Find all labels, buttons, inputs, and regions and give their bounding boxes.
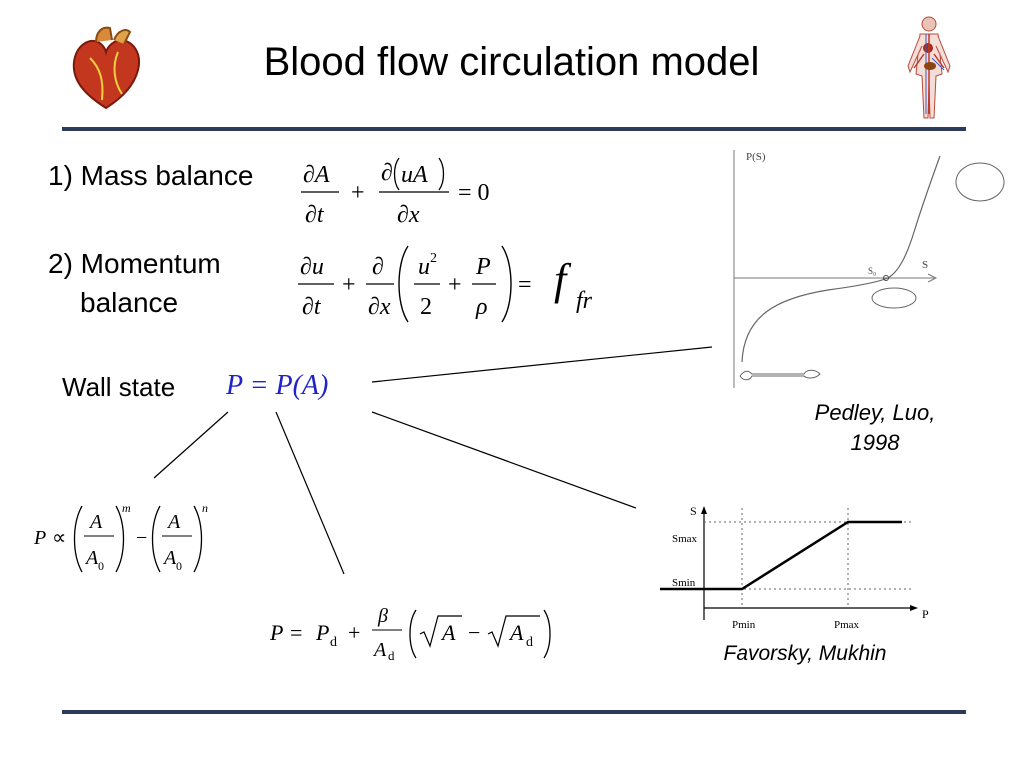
svg-text:u: u bbox=[418, 254, 430, 280]
svg-text:P: P bbox=[475, 254, 491, 280]
smin-label: Smin bbox=[672, 577, 696, 589]
heart-icon bbox=[66, 22, 146, 114]
svg-text:= 0: = 0 bbox=[458, 180, 490, 206]
wall-state-equation: P = P(A) bbox=[226, 370, 329, 401]
collapsed-cross-section bbox=[739, 369, 821, 381]
svg-text:∂: ∂ bbox=[381, 160, 393, 186]
svg-text:−: − bbox=[136, 527, 147, 549]
momentum-balance-equation: ∂u ∂t + ∂ ∂x u 2 2 + P ρ = f fr bbox=[292, 240, 612, 335]
svg-text:d: d bbox=[388, 648, 395, 663]
circulatory-system-icon bbox=[900, 14, 958, 124]
svg-text:A: A bbox=[166, 511, 181, 533]
svg-text:=: = bbox=[518, 272, 532, 298]
x-axis-label: S bbox=[922, 259, 928, 271]
svg-text:+: + bbox=[448, 272, 462, 298]
wall-state-label: Wall state bbox=[62, 372, 176, 402]
svg-text:A: A bbox=[372, 639, 387, 661]
piecewise-graph: S P Smax Smin Pmin Pmax bbox=[656, 500, 936, 635]
y-axis-label: P(S) bbox=[746, 151, 766, 163]
svg-text:0: 0 bbox=[98, 559, 104, 573]
tube-law-curve bbox=[741, 155, 941, 363]
svg-text:β: β bbox=[377, 605, 388, 627]
svg-text:∝: ∝ bbox=[52, 527, 66, 549]
svg-text:A: A bbox=[508, 620, 524, 645]
svg-text:P: P bbox=[315, 620, 329, 645]
mass-balance-equation: ∂A ∂t + ∂ uA ∂x = 0 bbox=[295, 150, 510, 240]
svg-text:−: − bbox=[468, 620, 480, 645]
caption-pedley-line1: Pedley, Luo, bbox=[814, 400, 936, 425]
x-axis-label: P bbox=[922, 607, 929, 621]
svg-text:d: d bbox=[526, 635, 533, 650]
momentum-label-line2: balance bbox=[80, 287, 179, 318]
svg-text:2: 2 bbox=[430, 251, 437, 266]
svg-text:=: = bbox=[290, 620, 302, 645]
svg-text:ρ: ρ bbox=[475, 294, 488, 320]
svg-text:+: + bbox=[342, 272, 356, 298]
svg-text:n: n bbox=[202, 501, 208, 515]
svg-text:A: A bbox=[440, 620, 456, 645]
svg-text:∂x: ∂x bbox=[397, 202, 420, 228]
sqrt-wall-equation: P = P d + β A d A − A d bbox=[266, 598, 556, 673]
svg-text:P: P bbox=[269, 620, 283, 645]
pmin-label: Pmin bbox=[732, 619, 756, 631]
top-divider bbox=[62, 127, 966, 131]
bottom-divider bbox=[62, 710, 966, 714]
s0-label: S₀ bbox=[868, 266, 876, 276]
caption-favorsky: Favorsky, Mukhin bbox=[723, 642, 887, 665]
s0-marker bbox=[883, 275, 889, 281]
svg-text:0: 0 bbox=[176, 559, 182, 573]
svg-text:2: 2 bbox=[420, 294, 432, 320]
svg-text:∂: ∂ bbox=[372, 254, 384, 280]
svg-text:+: + bbox=[351, 180, 365, 206]
pmax-label: Pmax bbox=[834, 619, 860, 631]
svg-text:+: + bbox=[348, 620, 360, 645]
momentum-label-line1: 2) Momentum bbox=[48, 248, 221, 279]
mass-balance-label: 1) Mass balance bbox=[48, 160, 254, 191]
y-axis-label: S bbox=[690, 504, 697, 518]
caption-pedley-line2: 1998 bbox=[850, 430, 900, 455]
svg-text:∂t: ∂t bbox=[305, 202, 325, 228]
svg-text:d: d bbox=[330, 635, 337, 650]
svg-text:uA: uA bbox=[401, 162, 428, 188]
svg-text:A: A bbox=[84, 547, 99, 569]
svg-text:m: m bbox=[122, 501, 131, 515]
svg-text:∂A: ∂A bbox=[303, 162, 330, 188]
round-cross-section bbox=[955, 162, 1005, 202]
svg-text:fr: fr bbox=[576, 288, 593, 314]
svg-text:A: A bbox=[162, 547, 177, 569]
tube-law-graph: P(S) S S₀ bbox=[718, 140, 1018, 390]
svg-text:∂t: ∂t bbox=[302, 294, 322, 320]
svg-text:A: A bbox=[88, 511, 103, 533]
page-title: Blood flow circulation model bbox=[263, 40, 760, 84]
power-law-equation: P ∝ A A 0 m − A A 0 n bbox=[30, 498, 220, 585]
svg-text:∂x: ∂x bbox=[368, 294, 391, 320]
svg-text:∂u: ∂u bbox=[300, 254, 324, 280]
svg-text:P: P bbox=[33, 527, 46, 549]
piecewise-line bbox=[660, 520, 902, 591]
elliptic-cross-section bbox=[871, 287, 917, 309]
smax-label: Smax bbox=[672, 533, 698, 545]
